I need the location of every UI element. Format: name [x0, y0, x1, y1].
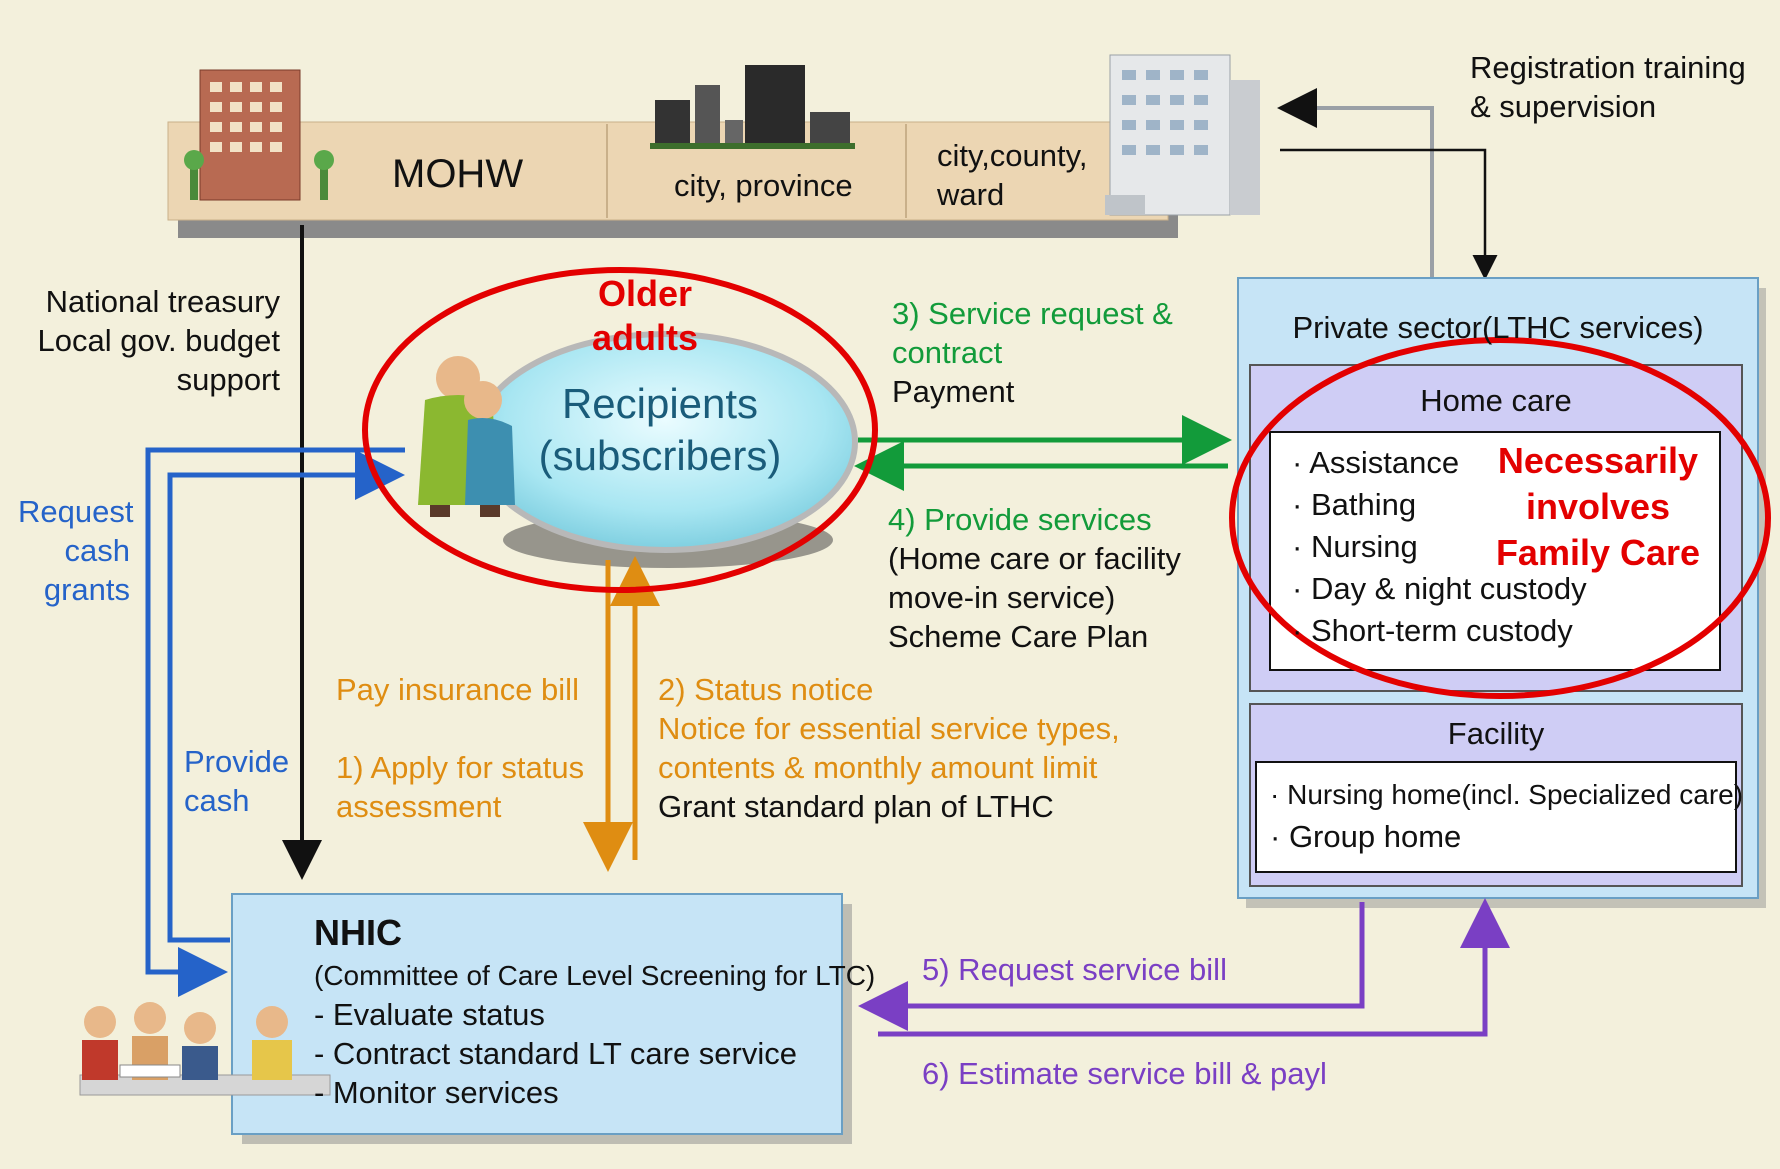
list-item: Short-term custody — [1292, 610, 1587, 652]
elderly-couple-icon — [418, 356, 515, 517]
city-skyline-icon — [650, 65, 855, 149]
estimate-bill-arrow — [878, 898, 1510, 1037]
nhic-details: (Committee of Care Level Screening for L… — [314, 960, 876, 1110]
apply-status-label: 1) Apply for status assessment — [336, 750, 585, 824]
family-care-highlight — [1229, 337, 1771, 699]
city-county-ward-label: city,county, ward — [937, 138, 1088, 212]
request-cash-arrow — [145, 447, 405, 997]
status-notice-label: 2) Status notice Notice for essential se… — [658, 672, 1120, 824]
meeting-people-icon — [79, 1002, 331, 1096]
list-item: Assistance — [1292, 442, 1587, 484]
list-item: Day & night custody — [1292, 568, 1587, 610]
provide-cash-label: Provide cash — [184, 744, 290, 818]
older-adults-highlight — [362, 267, 878, 593]
service-request-label: 3) Service request & contract Payment — [892, 296, 1173, 409]
list-item: Bathing — [1292, 484, 1587, 526]
request-bill-arrow — [858, 902, 1365, 1031]
older-adults-annotation: Older adults — [591, 273, 698, 358]
nhic-box — [231, 893, 843, 1135]
facility-title: Facility — [1447, 716, 1545, 751]
pay-insurance-label: Pay insurance bill — [336, 672, 579, 707]
mohw-label: MOHW — [392, 152, 524, 196]
request-bill-label: 5) Request service bill — [922, 952, 1227, 987]
registration-arrow-down — [1280, 148, 1498, 280]
family-care-annotation: Necessarily involves Family Care — [1495, 440, 1701, 573]
estimate-bill-label: 6) Estimate service bill & payl — [922, 1056, 1327, 1091]
registration-label: Registration training & supervision — [1470, 50, 1746, 124]
home-care-title: Home care — [1420, 383, 1572, 418]
nhic-title: NHIC — [314, 912, 402, 953]
treasury-label: National treasury Local gov. budget supp… — [37, 284, 280, 397]
home-care-list: Assistance Bathing Nursing Day & night c… — [1292, 442, 1587, 652]
list-item: Group home — [1270, 816, 1743, 858]
provide-services-label: 4) Provide services (Home care or facili… — [888, 502, 1181, 654]
hospital-building-icon — [1105, 54, 1260, 216]
office-building-icon — [184, 69, 334, 201]
provide-cash-arrow — [167, 450, 405, 943]
list-item: Nursing — [1292, 526, 1587, 568]
private-sector-title: Private sector(LTHC services) — [1292, 310, 1704, 345]
city-province-label: city, province — [674, 168, 853, 203]
facility-list: Nursing home(incl. Specialized care) Gro… — [1270, 774, 1743, 858]
request-cash-label: Request cash grants — [18, 494, 134, 607]
registration-arrow-up — [1277, 88, 1434, 278]
recipients-title: Recipients (subscribers) — [538, 380, 782, 479]
list-item: Nursing home(incl. Specialized care) — [1270, 774, 1743, 816]
